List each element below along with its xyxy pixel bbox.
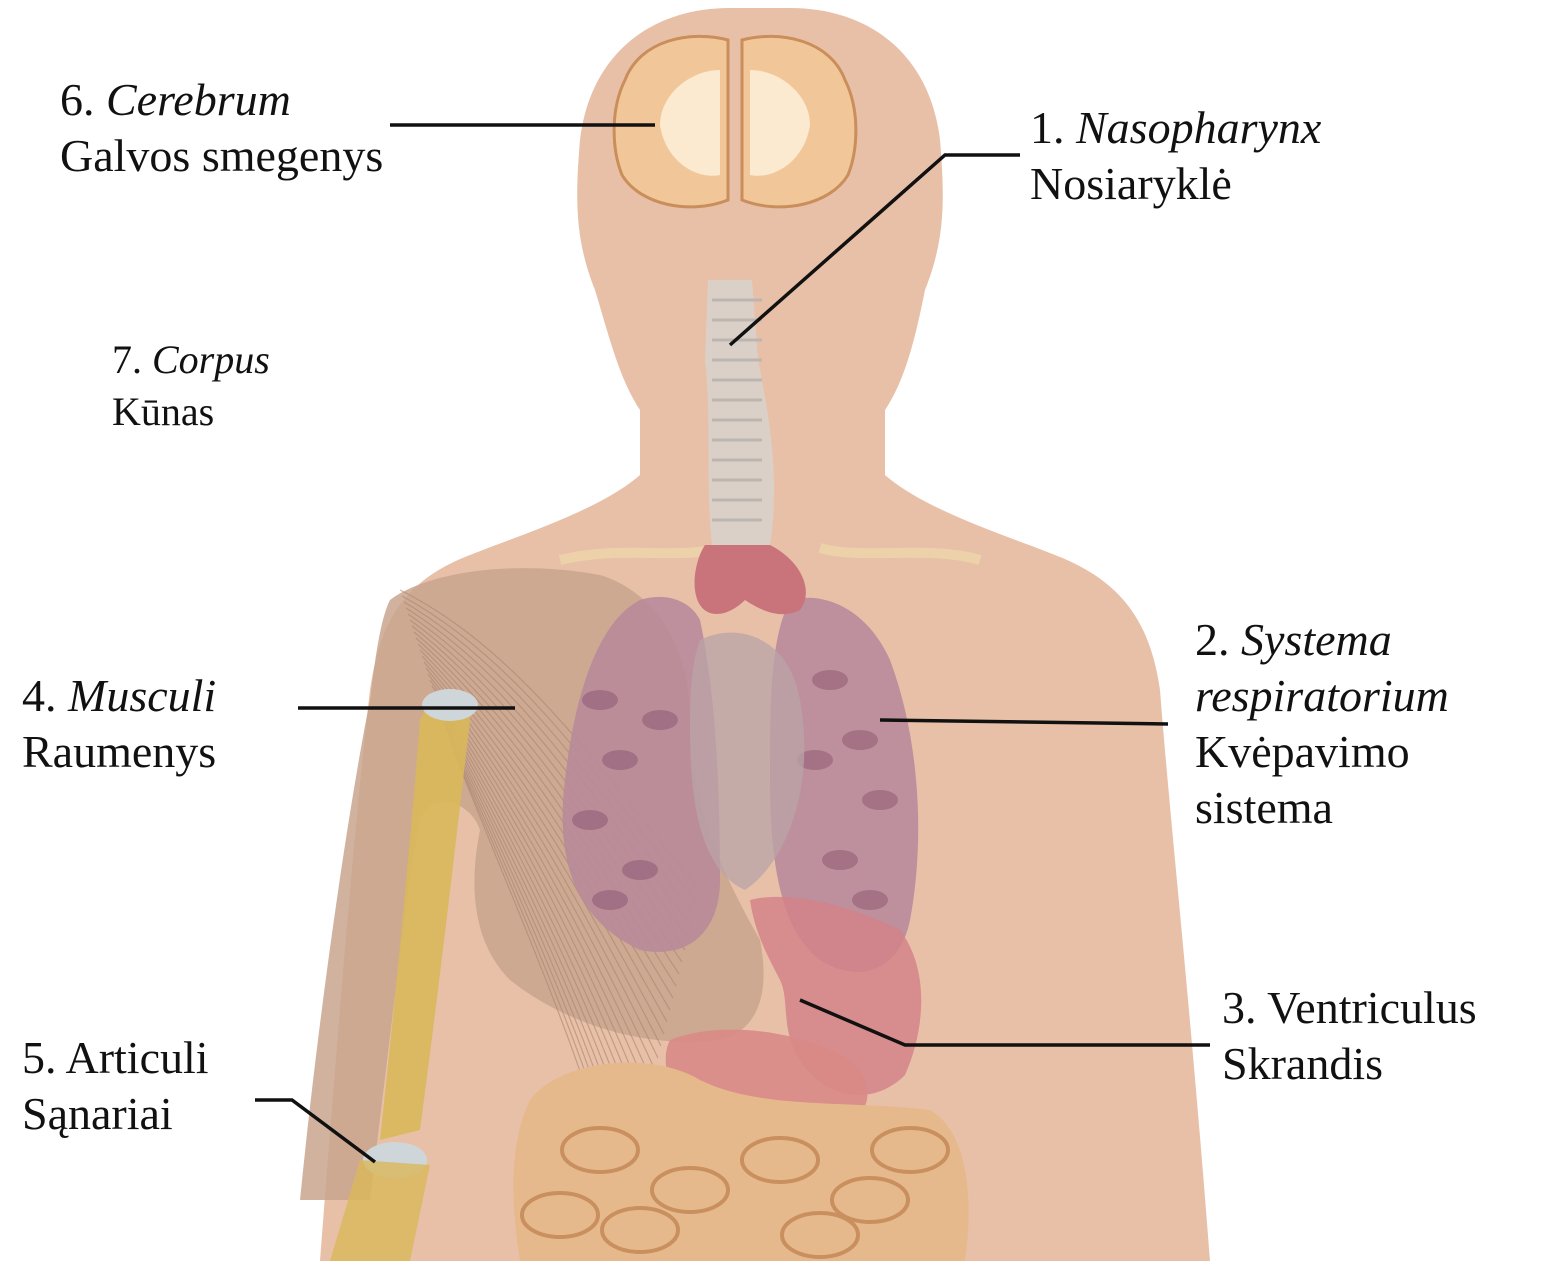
lung-spot (822, 850, 858, 870)
label-number: 5. (22, 1032, 57, 1083)
lung-spot (812, 670, 848, 690)
label-cerebrum: 6. Cerebrum Galvos smegenys (60, 72, 383, 184)
label-latin: Systema (1241, 614, 1392, 665)
label-number: 7. (112, 337, 142, 382)
label-translation: Skrandis (1222, 1036, 1477, 1092)
label-latin-continued: respiratorium (1195, 668, 1449, 724)
label-translation: Kūnas (112, 386, 270, 438)
lung-spot (862, 790, 898, 810)
lung-spot (592, 890, 628, 910)
lung-spot (622, 860, 658, 880)
lung-spot (582, 690, 618, 710)
label-latin: Nasopharynx (1076, 102, 1321, 153)
label-number: 1. (1030, 102, 1065, 153)
label-translation: Kvėpavimo (1195, 724, 1449, 780)
label-latin: Ventriculus (1267, 982, 1477, 1033)
label-latin: Musculi (68, 670, 216, 721)
label-number: 3. (1222, 982, 1257, 1033)
label-translation: Sąnariai (22, 1086, 209, 1142)
label-nasopharynx: 1. Nasopharynx Nosiaryklė (1030, 100, 1321, 212)
shoulder-joint (422, 689, 478, 721)
label-corpus: 7. Corpus Kūnas (112, 334, 270, 438)
label-translation: Nosiaryklė (1030, 156, 1321, 212)
label-translation: Galvos smegenys (60, 128, 383, 184)
label-articuli: 5. Articuli Sąnariai (22, 1030, 209, 1142)
lung-spot (602, 750, 638, 770)
label-translation-continued: sistema (1195, 780, 1449, 836)
label-translation: Raumenys (22, 724, 216, 780)
lung-spot (572, 810, 608, 830)
label-latin: Corpus (152, 337, 270, 382)
label-ventriculus: 3. Ventriculus Skrandis (1222, 980, 1477, 1092)
lung-spot (852, 890, 888, 910)
label-latin: Articuli (65, 1032, 208, 1083)
label-systema: 2. Systema respiratorium Kvėpavimo siste… (1195, 612, 1449, 836)
label-number: 2. (1195, 614, 1230, 665)
label-latin: Cerebrum (106, 74, 291, 125)
lung-spot (842, 730, 878, 750)
label-musculi: 4. Musculi Raumenys (22, 668, 216, 780)
lung-spot (642, 710, 678, 730)
label-number: 6. (60, 74, 95, 125)
label-number: 4. (22, 670, 57, 721)
